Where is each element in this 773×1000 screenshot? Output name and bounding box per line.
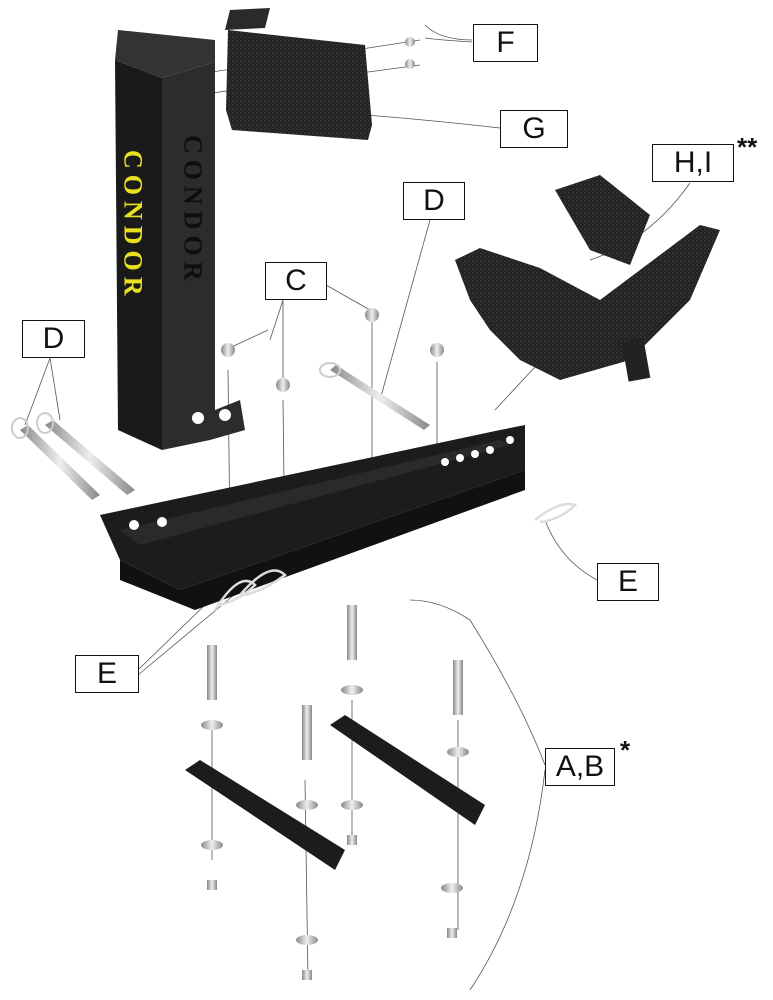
label-d-left: D [22, 320, 85, 358]
label-g: G [500, 110, 568, 148]
foot-plate-left [185, 760, 345, 870]
label-hi-mark: ** [737, 132, 758, 162]
label-hi: H,I [652, 144, 734, 182]
upright-post: CONDOR CONDOR [115, 30, 245, 450]
label-ab-mark: * [620, 735, 631, 765]
label-e-right: E [597, 563, 659, 601]
label-d-upper: D [403, 182, 465, 220]
label-ab: A,B [545, 748, 615, 786]
pad-g [226, 30, 372, 140]
label-f: F [473, 24, 538, 62]
hardware-a-b [201, 605, 469, 980]
base-tray [100, 425, 604, 610]
brand-text-side: CONDOR [179, 135, 208, 287]
cradle-hi [455, 225, 720, 380]
label-e-left: E [75, 655, 139, 693]
pins-d [20, 365, 430, 500]
foot-plate-right [330, 715, 485, 825]
label-c: C [265, 262, 327, 300]
brand-text-front: CONDOR [119, 150, 148, 302]
